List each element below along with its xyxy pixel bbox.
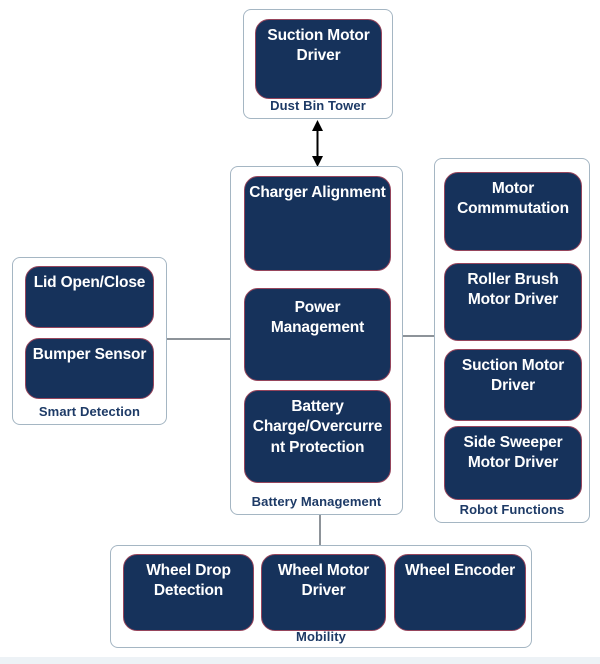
node-wheel-encoder: Wheel Encoder <box>394 554 526 631</box>
group-label-mobility: Mobility <box>296 629 346 644</box>
bidirectional-arrow-icon <box>312 120 323 167</box>
group-label-battery-management: Battery Management <box>251 494 382 509</box>
node-label: Wheel Motor Driver <box>277 562 370 600</box>
node-lid-open-close: Lid Open/Close <box>25 266 154 328</box>
node-roller-brush-motor-driver: Roller Brush Motor Driver <box>444 263 582 341</box>
node-label: Lid Open/Close <box>33 274 146 291</box>
group-label-robot-functions: Robot Functions <box>459 502 565 517</box>
node-label: Wheel Encoder <box>404 562 516 579</box>
group-label-dust-bin-tower: Dust Bin Tower <box>270 98 366 113</box>
connector-battery-to-robot-functions <box>402 335 435 337</box>
node-suction-motor-driver: Suction Motor Driver <box>444 349 582 421</box>
node-motor-commmutation: Motor Commmutation <box>444 172 582 251</box>
node-suction-motor-driver-dustbin: Suction Motor Driver <box>255 19 382 99</box>
group-battery-management: Charger Alignment Power Management Batte… <box>230 166 403 515</box>
group-mobility: Wheel Drop Detection Wheel Motor Driver … <box>110 545 532 648</box>
node-wheel-drop-detection: Wheel Drop Detection <box>123 554 254 631</box>
node-label: Roller Brush Motor Driver <box>467 271 559 309</box>
node-side-sweeper-motor-driver: Side Sweeper Motor Driver <box>444 426 582 500</box>
node-label: Suction Motor Driver <box>267 27 370 65</box>
connector-smart-detection-to-battery <box>167 338 231 340</box>
node-label: Battery Charge/Overcurre nt Protection <box>252 398 383 456</box>
node-label: Bumper Sensor <box>32 346 147 363</box>
node-battery-charge-overcurrent-protection: Battery Charge/Overcurre nt Protection <box>244 390 391 483</box>
node-wheel-motor-driver: Wheel Motor Driver <box>261 554 386 631</box>
node-label: Charger Alignment <box>249 184 386 201</box>
group-robot-functions: Motor Commmutation Roller Brush Motor Dr… <box>434 158 590 523</box>
page-bottom-edge <box>0 657 600 664</box>
node-label: Suction Motor Driver <box>461 357 565 395</box>
group-label-smart-detection: Smart Detection <box>38 404 141 419</box>
node-label: Motor Commmutation <box>457 180 569 218</box>
node-label: Wheel Drop Detection <box>146 562 231 600</box>
group-smart-detection: Lid Open/Close Bumper Sensor Smart Detec… <box>12 257 167 425</box>
group-dust-bin-tower: Suction Motor Driver Dust Bin Tower <box>243 9 393 119</box>
node-power-management: Power Management <box>244 288 391 381</box>
node-label: Side Sweeper Motor Driver <box>463 434 563 472</box>
node-bumper-sensor: Bumper Sensor <box>25 338 154 399</box>
node-charger-alignment: Charger Alignment <box>244 176 391 271</box>
connector-battery-to-mobility <box>319 514 321 546</box>
node-label: Power Management <box>270 299 365 337</box>
